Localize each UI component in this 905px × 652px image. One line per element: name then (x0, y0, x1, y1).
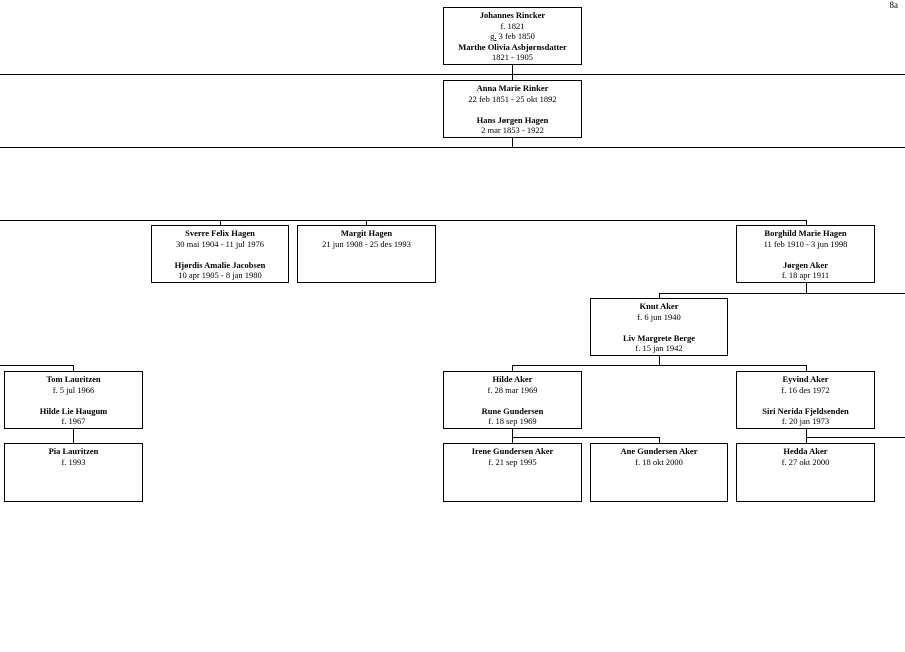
person-dates: f. 6 jun 1940 (637, 311, 681, 322)
spouse-name: Liv Margrete Berge (622, 332, 696, 343)
generation-separator (0, 147, 905, 148)
connector-line (512, 137, 513, 147)
connector-line (512, 365, 513, 371)
person-name: Johannes Rincker (479, 10, 546, 20)
page-number: 8a (889, 0, 899, 10)
person-name: Eyvind Aker (782, 374, 829, 384)
spouse-dates: f. 18 apr 1911 (781, 270, 830, 280)
spacer (444, 104, 581, 115)
connector-line (659, 437, 660, 443)
connector-line (659, 293, 660, 298)
spouse-name: Jørgen Aker (782, 259, 829, 270)
spouse-dates: 1821 - 1905 (491, 52, 534, 62)
connector-line (220, 220, 221, 225)
connector-line (659, 356, 660, 365)
person-dates: f. 21 sep 1995 (488, 456, 537, 467)
connector-line (806, 429, 807, 443)
spouse-dates: f. 20 jan 1973 (781, 416, 830, 426)
person-dates: 30 mai 1904 - 11 jul 1976 (176, 238, 264, 249)
person-dates: f. 27 okt 2000 (781, 456, 830, 467)
connector-line (366, 220, 367, 225)
generation-separator (0, 74, 905, 75)
connector-line (806, 365, 807, 371)
person-box-ane-gundersen-aker[interactable]: Ane Gundersen Aker f. 18 okt 2000 (590, 443, 728, 502)
spouse-dates: 10 apr 1905 - 8 jan 1980 (178, 270, 262, 280)
spouse-dates: f. 1967 (61, 416, 86, 426)
person-dates: 11 feb 1910 - 3 jun 1998 (763, 238, 848, 249)
spouse-dates: f. 18 sep 1969 (488, 416, 537, 426)
spouse-dates: 2 mar 1853 - 1922 (481, 125, 544, 135)
person-name: Knut Aker (639, 301, 679, 311)
person-dates: f. 18 okt 2000 (635, 456, 683, 467)
person-name: Irene Gundersen Aker (471, 446, 554, 456)
spacer (444, 395, 581, 406)
connector-line (659, 293, 905, 294)
person-box-hedda-aker[interactable]: Hedda Aker f. 27 okt 2000 (736, 443, 875, 502)
person-dates: f. 1993 (61, 456, 86, 467)
spouse-name: Rune Gundersen (481, 405, 544, 416)
spouse-name: Hjørdis Amalie Jacobsen (174, 259, 266, 270)
person-dates: f. 28 mar 1969 (487, 384, 538, 395)
person-box-tom-lauritzen[interactable]: Tom Lauritzen f. 5 jul 1966 Hilde Lie Ha… (4, 371, 143, 429)
connector-line (512, 429, 513, 443)
spouse-name: Marthe Olivia Asbjørnsdatter (458, 41, 567, 52)
connector-line (0, 220, 806, 221)
connector-line (512, 437, 659, 438)
person-name: Sverre Felix Hagen (185, 228, 255, 238)
spouse-dates: f. 15 jan 1942 (635, 343, 683, 353)
spouse-name: Hans Jørgen Hagen (476, 114, 549, 125)
spacer (152, 249, 288, 260)
person-dates: f. 5 jul 1966 (52, 384, 95, 395)
person-name: Hedda Aker (783, 446, 828, 456)
connector-line (73, 429, 74, 443)
person-box-pia-lauritzen[interactable]: Pia Lauritzen f. 1993 (4, 443, 143, 502)
person-name: Tom Lauritzen (46, 374, 101, 384)
person-box-borghild-marie-hagen[interactable]: Borghild Marie Hagen 11 feb 1910 - 3 jun… (736, 225, 875, 283)
connector-line (512, 365, 806, 366)
person-box-sverre-felix-hagen[interactable]: Sverre Felix Hagen 30 mai 1904 - 11 jul … (151, 225, 289, 283)
connector-line (806, 220, 807, 225)
person-box-eyvind-aker[interactable]: Eyvind Aker f. 16 des 1972 Siri Nerida F… (736, 371, 875, 429)
person-dates: 21 jun 1908 - 25 des 1993 (322, 238, 411, 249)
person-box-johannes-rincker[interactable]: Johannes Rincker f. 1821 g. 3 feb 1850 M… (443, 7, 582, 65)
spouse-name: Siri Nerida Fjeldsenden (762, 405, 849, 416)
person-box-irene-gundersen-aker[interactable]: Irene Gundersen Aker f. 21 sep 1995 (443, 443, 582, 502)
person-dates: f. 16 des 1972 (781, 384, 830, 395)
spacer (5, 395, 142, 406)
person-dates: 22 feb 1851 - 25 okt 1892 (468, 93, 557, 104)
person-box-hilde-aker[interactable]: Hilde Aker f. 28 mar 1969 Rune Gundersen… (443, 371, 582, 429)
person-box-knut-aker[interactable]: Knut Aker f. 6 jun 1940 Liv Margrete Ber… (590, 298, 728, 356)
marriage-prefix: g. (490, 31, 497, 41)
person-name: Pia Lauritzen (48, 446, 99, 456)
spouse-name: Hilde Lie Haugum (39, 405, 108, 416)
person-name: Ane Gundersen Aker (620, 446, 698, 456)
marriage-date: 3 feb 1850 (496, 31, 535, 41)
person-name: Hilde Aker (492, 374, 533, 384)
person-name: Margit Hagen (340, 228, 393, 238)
connector-line (806, 283, 807, 293)
person-name: Anna Marie Rinker (476, 83, 549, 93)
spacer (737, 395, 874, 406)
spacer (591, 322, 727, 333)
person-box-anna-marie-rinker[interactable]: Anna Marie Rinker 22 feb 1851 - 25 okt 1… (443, 80, 582, 138)
connector-line (512, 65, 513, 80)
marriage-line: g. 3 feb 1850 (444, 31, 581, 42)
connector-line (73, 365, 74, 371)
connector-line (806, 437, 905, 438)
person-box-margit-hagen[interactable]: Margit Hagen 21 jun 1908 - 25 des 1993 (297, 225, 436, 283)
spacer (737, 249, 874, 260)
person-dates: f. 1821 (500, 20, 525, 31)
person-name: Borghild Marie Hagen (764, 228, 847, 238)
connector-line (0, 365, 73, 366)
